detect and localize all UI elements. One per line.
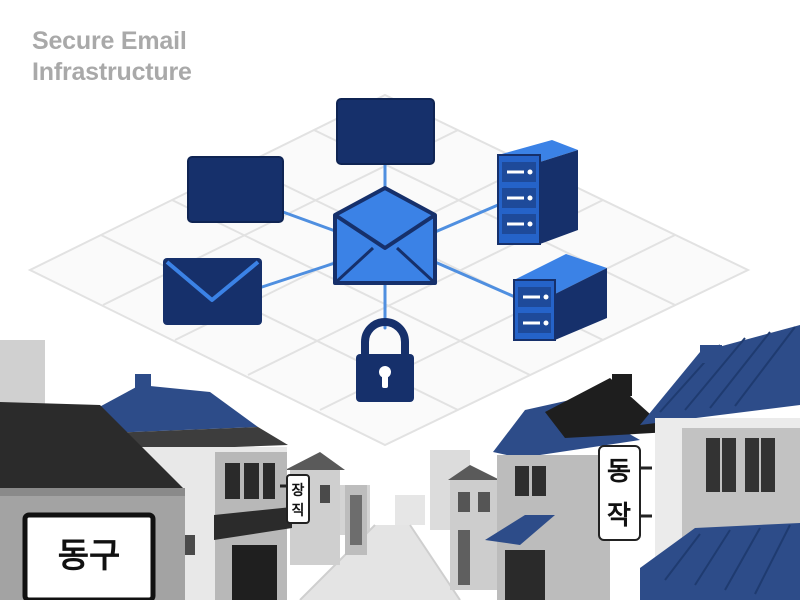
building	[485, 374, 670, 600]
street-sign-large: 동구	[22, 512, 156, 600]
envelope-icon	[163, 258, 262, 325]
mail-window-icon	[187, 156, 284, 223]
street-sign-small: 장 직	[280, 474, 310, 524]
sign-small-bottom: 직	[292, 502, 305, 519]
headline: Secure Email Infrastructure	[32, 26, 192, 88]
sign-large-text: 동구	[58, 536, 121, 576]
road	[300, 525, 460, 600]
headline-line-2: Infrastructure	[32, 58, 192, 86]
street-sign-vertical: 동 작	[598, 445, 652, 541]
sign-vertical-top: 동	[607, 457, 631, 487]
envelope-icon	[333, 186, 437, 285]
building	[640, 325, 800, 600]
street-scene: 장 직 동구	[0, 325, 800, 600]
padlock-icon	[356, 318, 414, 402]
sign-vertical-bottom: 작	[607, 501, 631, 531]
building	[448, 465, 500, 590]
headline-line-1: Secure Email	[32, 27, 187, 55]
mail-window-icon	[336, 98, 435, 165]
server-icon	[513, 254, 607, 341]
sign-small-top: 장	[292, 482, 305, 499]
server-icon	[497, 140, 578, 245]
